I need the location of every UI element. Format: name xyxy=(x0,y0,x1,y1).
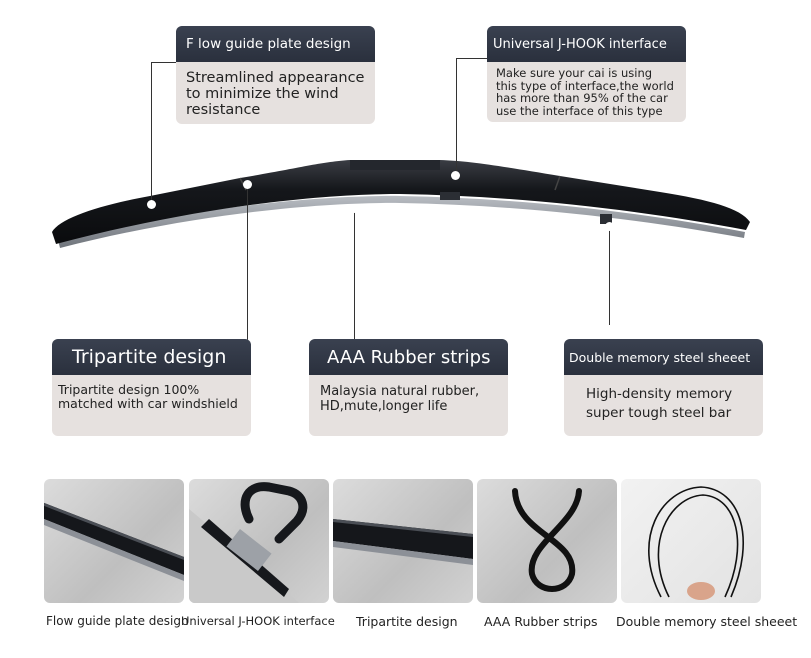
callout-steel: Double memory steel sheeet High-density … xyxy=(564,339,763,436)
callout-tripartite-body: Tripartite design 100% matched with car … xyxy=(58,382,238,411)
thumbnail-jhook xyxy=(189,479,329,603)
leader-flow-guide xyxy=(151,62,152,204)
callout-tripartite-title: Tripartite design xyxy=(52,339,251,375)
callout-rubber-title: AAA Rubber strips xyxy=(309,339,508,375)
marker-flow-guide xyxy=(147,200,156,209)
leader-steel xyxy=(609,227,610,325)
callout-jhook-title: Universal J-HOOK interface xyxy=(487,26,686,62)
rubber-strips-image xyxy=(512,488,582,592)
caption-steel: Double memory steel sheeet xyxy=(616,614,798,629)
callout-rubber: AAA Rubber strips Malaysia natural rubbe… xyxy=(309,339,508,436)
leader-tripartite xyxy=(247,184,248,340)
marker-tripartite xyxy=(243,180,252,189)
jhook-closeup-image xyxy=(189,482,308,603)
marker-steel xyxy=(605,222,614,231)
callout-jhook: Universal J-HOOK interface Make sure you… xyxy=(487,26,686,122)
wiper-blade-illustration xyxy=(52,160,750,248)
caption-jhook: Universal J-HOOK interface xyxy=(181,614,335,628)
callout-flow-guide: F low guide plate design Streamlined app… xyxy=(176,26,375,124)
leader-jhook xyxy=(456,58,457,176)
leader-flow-guide-h xyxy=(151,62,176,63)
callout-flow-guide-title: F low guide plate design xyxy=(176,26,375,62)
leader-rubber xyxy=(354,209,355,340)
marker-jhook xyxy=(451,171,460,180)
caption-tripartite: Tripartite design xyxy=(356,614,458,629)
callout-steel-title: Double memory steel sheeet xyxy=(564,339,763,375)
leader-jhook-h xyxy=(456,58,488,59)
callout-tripartite: Tripartite design Tripartite design 100%… xyxy=(52,339,251,436)
tripartite-closeup-image xyxy=(333,519,473,565)
flow-guide-closeup-image xyxy=(44,502,184,581)
callout-rubber-body: Malaysia natural rubber, HD,mute,longer … xyxy=(320,384,480,414)
marker-rubber xyxy=(350,204,359,213)
thumbnail-rubber xyxy=(477,479,617,603)
thumbnail-flow-guide xyxy=(44,479,184,603)
callout-jhook-body: Make sure your cai is using this type of… xyxy=(496,66,674,118)
thumbnail-steel xyxy=(621,479,761,603)
callout-steel-body: High-density memory super tough steel ba… xyxy=(586,386,733,421)
thumbnail-tripartite xyxy=(333,479,473,603)
callout-flow-guide-body: Streamlined appearance to minimize the w… xyxy=(186,70,365,118)
caption-rubber: AAA Rubber strips xyxy=(484,614,598,629)
steel-bar-image xyxy=(648,486,744,600)
caption-flow-guide: Flow guide plate design xyxy=(46,614,189,628)
